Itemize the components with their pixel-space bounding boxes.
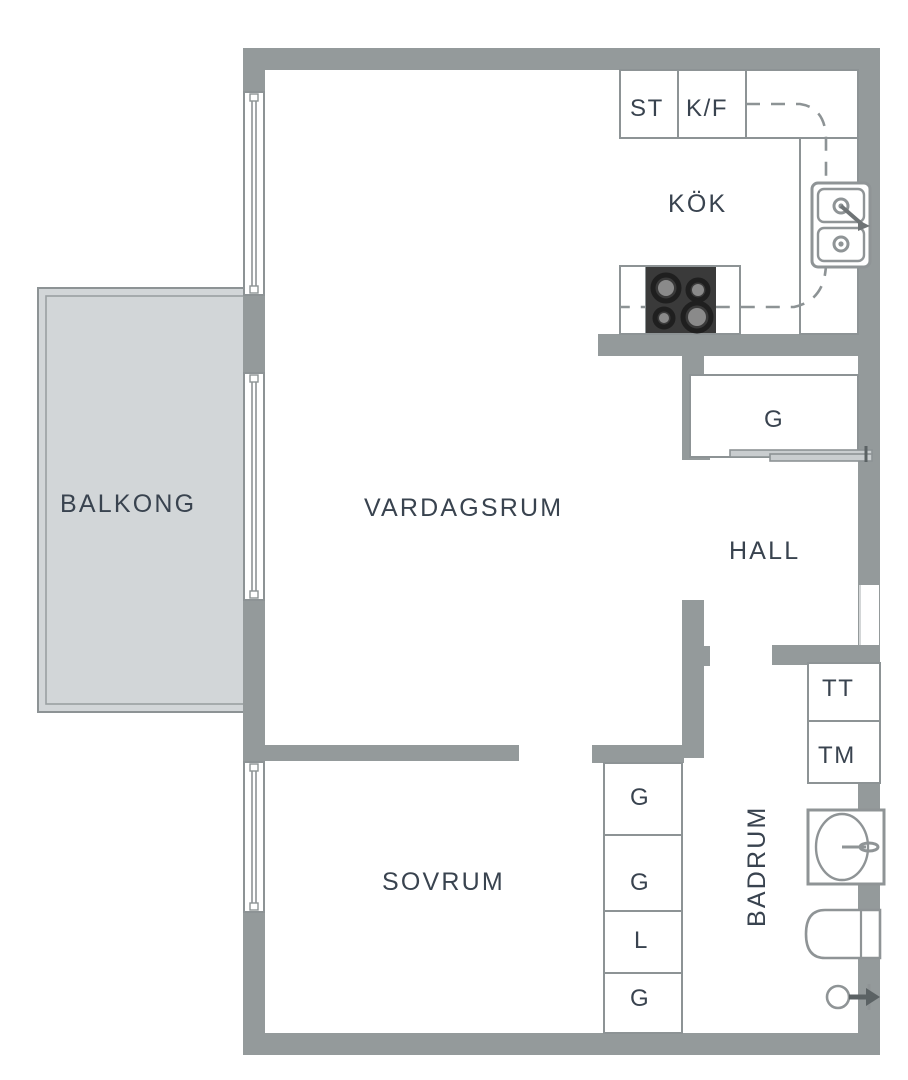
room-label-badrum: BADRUM	[743, 805, 771, 927]
room-label-vardagsrum: VARDAGSRUM	[364, 494, 564, 522]
fixture-label-tt: TT	[822, 675, 855, 702]
room-label-balkong: BALKONG	[60, 490, 197, 518]
room-label-sovrum: SOVRUM	[382, 868, 505, 896]
fixture-label-st: ST	[630, 95, 664, 122]
room-label-kok: KÖK	[668, 190, 728, 218]
exterior-walls	[243, 48, 880, 1055]
washbasin-icon	[806, 808, 886, 886]
fixture-label-sov-g1: G	[630, 784, 651, 811]
floor-drain-icon	[825, 984, 880, 1010]
fixture-label-kf: K/F	[686, 95, 729, 122]
fixture-label-sov-l: L	[634, 927, 649, 954]
sink-icon	[810, 181, 872, 269]
window-living-lower	[243, 372, 265, 601]
door-swing-icon	[729, 446, 873, 462]
bedroom-closets	[603, 762, 683, 1034]
fixture-label-hall-g: G	[764, 406, 785, 433]
toilet-icon	[804, 908, 882, 960]
bathroom-appliances	[807, 662, 881, 784]
window-bedroom	[243, 761, 265, 913]
fixture-label-sov-g2: G	[630, 869, 651, 896]
room-label-hall: HALL	[729, 537, 801, 565]
balcony-area	[37, 287, 254, 713]
hall-closet	[689, 374, 859, 458]
stove-icon	[646, 267, 716, 334]
bathroom-doorway	[859, 585, 879, 645]
fixture-label-tm: TM	[818, 742, 856, 769]
fixture-label-sov-g3: G	[630, 985, 651, 1012]
window-living-upper	[243, 91, 265, 296]
